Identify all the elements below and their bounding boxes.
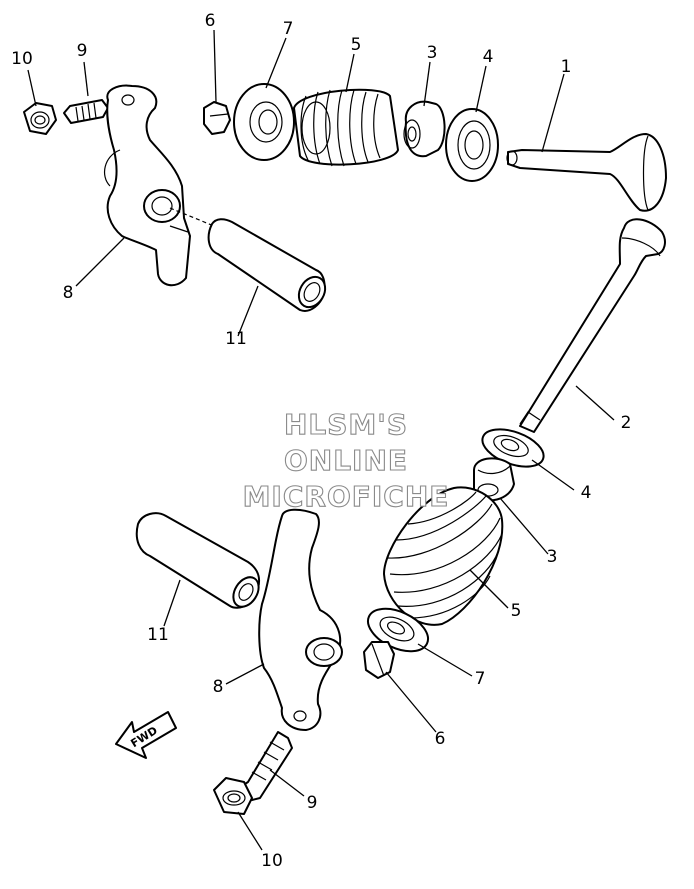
callout-6-upper: 6	[205, 11, 216, 31]
callout-4-upper: 4	[483, 47, 494, 67]
watermark: HLSM'S ONLINE MICROFICHE	[242, 407, 450, 513]
callout-10-lower: 10	[261, 851, 283, 871]
oil-seal-upper	[403, 100, 446, 158]
valve-cotter-upper	[203, 101, 231, 135]
watermark-line-3: MICROFICHE	[243, 480, 450, 513]
spring-retainer-upper	[233, 83, 295, 161]
lock-nut-lower	[213, 777, 253, 815]
adjusting-screw-upper	[63, 99, 109, 124]
watermark-line-1: HLSM'S	[284, 408, 408, 441]
valve-cotter-lower	[363, 641, 395, 679]
callout-6-lower: 6	[435, 729, 446, 749]
callout-3-lower: 3	[547, 547, 558, 567]
rocker-arm-upper	[103, 84, 191, 287]
callout-7-lower: 7	[475, 669, 486, 689]
callout-9-upper: 9	[77, 41, 88, 61]
valve-lower	[519, 218, 666, 433]
callout-2-lower: 2	[621, 413, 632, 433]
adjusting-screw-lower	[241, 731, 293, 801]
callout-4-lower: 4	[581, 483, 592, 503]
leader-lines	[27, 29, 615, 851]
callout-1-upper: 1	[561, 57, 572, 77]
callout-8-upper: 8	[63, 283, 74, 303]
rocker-arm-lower	[258, 508, 343, 731]
callout-9-lower: 9	[307, 793, 318, 813]
lock-nut-upper	[23, 102, 57, 135]
callout-11-lower: 11	[147, 625, 169, 645]
callout-3-upper: 3	[427, 43, 438, 63]
rocker-shaft-lower	[135, 512, 260, 609]
valve-upper	[506, 133, 667, 212]
fwd-arrow-icon: FWD	[115, 711, 177, 759]
valve-spring-upper	[293, 88, 399, 167]
watermark-line-2: ONLINE	[284, 444, 408, 477]
callouts: 10 9 6 7 5 3 4 1 8 11 2 4 3 5 7 6 11 8 9…	[11, 11, 631, 871]
rocker-shaft-upper	[207, 218, 327, 312]
callout-11-upper: 11	[225, 329, 247, 349]
spring-seat-upper	[445, 108, 499, 182]
callout-8-lower: 8	[213, 677, 224, 697]
valve-spring-lower	[383, 486, 504, 626]
callout-5-lower: 5	[511, 601, 522, 621]
callout-10-upper: 10	[11, 49, 33, 69]
callout-7-upper: 7	[283, 19, 294, 39]
callout-5-upper: 5	[351, 35, 362, 55]
